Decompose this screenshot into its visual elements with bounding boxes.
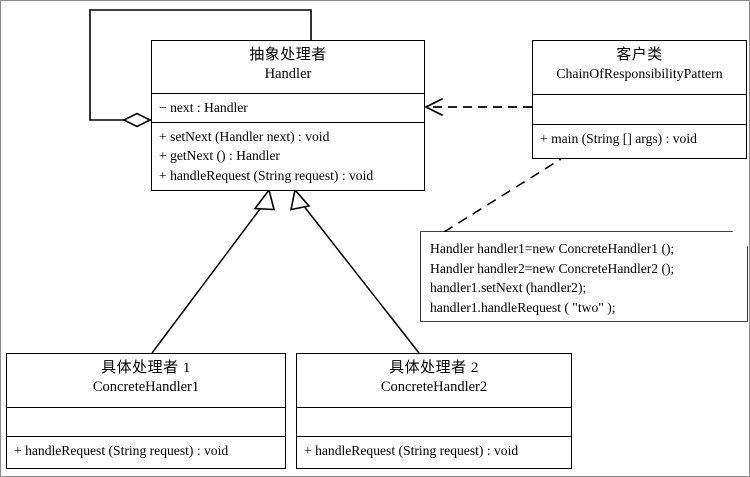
class-box-concrete-handler-1[interactable]: 具体处理者 1 ConcreteHandler1 + handleRequest… xyxy=(6,353,286,469)
class-box-concrete-handler-2[interactable]: 具体处理者 2 ConcreteHandler2 + handleRequest… xyxy=(296,353,572,469)
generalization-edge-1[interactable] xyxy=(151,188,276,354)
class-name-cn-client: 客户类 xyxy=(616,47,663,63)
operation-handle-request-2: + handleRequest (String request) : void xyxy=(304,443,519,458)
class-attributes-concrete-handler-1 xyxy=(7,407,285,436)
generalization-triangle-1 xyxy=(253,188,276,211)
operation-get-next: + getNext () : Handler xyxy=(159,148,280,164)
class-header-concrete-handler-1: 具体处理者 1 ConcreteHandler1 xyxy=(7,354,285,407)
aggregation-diamond xyxy=(122,112,152,128)
operation-main: + main (String [] args) : void xyxy=(540,131,697,146)
class-name-en-client: ChainOfResponsibilityPattern xyxy=(556,66,723,82)
class-header-handler: 抽象处理者 Handler xyxy=(152,41,424,93)
class-name-en-concrete-handler-1: ConcreteHandler1 xyxy=(92,379,200,396)
note-line-2: Handler handler2=new ConcreteHandler2 ()… xyxy=(430,260,675,276)
class-attributes-concrete-handler-2 xyxy=(297,407,571,436)
class-header-concrete-handler-2: 具体处理者 2 ConcreteHandler2 xyxy=(297,354,571,407)
operation-set-next: + setNext (Handler next) : void xyxy=(159,129,330,145)
class-operations-client: + main (String [] args) : void xyxy=(533,124,746,158)
attribute-next: − next : Handler xyxy=(159,99,248,115)
operation-handle-request-1: + handleRequest (String request) : void xyxy=(14,443,229,458)
class-name-cn-concrete-handler-2: 具体处理者 2 xyxy=(389,360,479,376)
class-header-client: 客户类 ChainOfResponsibilityPattern xyxy=(533,41,746,94)
generalization-triangle-2 xyxy=(289,188,311,211)
generalization-edge-2[interactable] xyxy=(289,188,420,354)
note-anchor-edge xyxy=(443,158,562,233)
class-operations-concrete-handler-1: + handleRequest (String request) : void xyxy=(7,436,285,468)
note-line-3: handler1.setNext (handler2); xyxy=(430,280,587,296)
class-attributes-handler: − next : Handler xyxy=(152,92,424,122)
class-attributes-client xyxy=(533,94,746,124)
note-line-4: handler1.handleRequest ( "two" ); xyxy=(430,299,616,315)
class-operations-concrete-handler-2: + handleRequest (String request) : void xyxy=(297,436,571,468)
class-box-handler[interactable]: 抽象处理者 Handler − next : Handler + setNext… xyxy=(151,40,425,191)
operation-handle-request: + handleRequest (String request) : void xyxy=(159,167,374,183)
note-code-sample[interactable]: Handler handler1=new ConcreteHandler1 ()… xyxy=(421,232,747,321)
class-operations-handler: + setNext (Handler next) : void + getNex… xyxy=(152,122,424,190)
class-box-client[interactable]: 客户类 ChainOfResponsibilityPattern + main … xyxy=(532,40,747,159)
class-name-en-handler: Handler xyxy=(264,66,312,83)
note-line-1: Handler handler1=new ConcreteHandler1 ()… xyxy=(430,241,675,256)
class-name-en-concrete-handler-2: ConcreteHandler2 xyxy=(380,379,488,396)
client-dependency-edge[interactable] xyxy=(425,98,532,116)
class-name-cn-handler: 抽象处理者 xyxy=(249,47,327,63)
class-name-cn-concrete-handler-1: 具体处理者 1 xyxy=(101,360,191,376)
